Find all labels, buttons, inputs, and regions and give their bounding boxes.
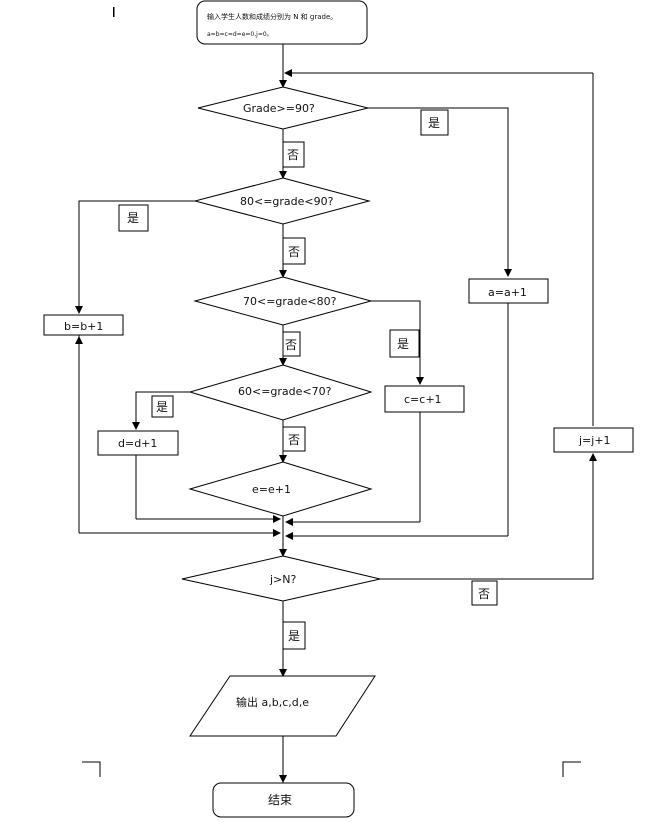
end-box <box>212 782 355 818</box>
yes-80-arrow <box>75 200 195 314</box>
process-d-text: d=d+1 <box>118 437 157 450</box>
decision-grade-80-text: 80<=grade<90? <box>240 195 334 208</box>
text-cursor-mark <box>113 7 115 17</box>
no-loop-label: 否 <box>478 587 490 601</box>
yes-loop-label-box <box>282 621 306 650</box>
process-b-text: b=b+1 <box>64 320 103 333</box>
yes-90-arrow <box>368 107 512 277</box>
yes-90-label-box <box>420 109 449 136</box>
process-d-box <box>97 430 179 456</box>
yes-80-label-box <box>118 204 149 232</box>
yes-70-label-box <box>389 329 420 358</box>
output-parallelogram <box>189 675 376 737</box>
yes-70-arrow <box>371 300 424 385</box>
process-c-box <box>384 385 465 413</box>
no-60-label: 否 <box>288 433 300 447</box>
no-loop-label-box <box>471 580 498 606</box>
output-text: 输出 a,b,c,d,e <box>236 695 309 709</box>
yes-90-label: 是 <box>428 116 440 130</box>
process-j-box <box>553 427 634 453</box>
no-80-label: 否 <box>288 245 300 259</box>
decision-grade-70-text: 70<=grade<80? <box>243 295 337 308</box>
end-text: 结束 <box>268 793 292 807</box>
start-text-line1: 输入学生人数和成绩分别为 N 和 grade。 <box>207 12 337 21</box>
process-c-text: c=c+1 <box>404 393 442 406</box>
process-a-text: a=a+1 <box>488 286 527 299</box>
no-70-label-box <box>282 331 301 357</box>
no-loop-arrow <box>380 453 597 580</box>
decision-grade-60-text: 60<=grade<70? <box>238 385 332 398</box>
decision-loop-text: j>N? <box>269 573 297 586</box>
corner-mark-left <box>82 761 101 777</box>
no-90-label-box <box>282 141 305 168</box>
no-70-label: 否 <box>285 338 297 352</box>
yes-60-arrow <box>132 391 190 430</box>
corner-mark-right <box>562 761 581 777</box>
yes-80-label: 是 <box>127 211 139 225</box>
no-60-label-box <box>282 426 306 452</box>
yes-60-label-box <box>151 395 174 418</box>
process-e-text: e=e+1 <box>252 483 291 496</box>
process-b-box <box>43 314 124 336</box>
no-90-label: 否 <box>287 148 299 162</box>
start-box <box>196 0 368 45</box>
start-text-line2: a=b=c=d=e=0,j=0。 <box>207 31 273 38</box>
yes-60-label: 是 <box>156 400 168 414</box>
yes-loop-label: 是 <box>288 629 300 643</box>
process-j-text: j=j+1 <box>578 434 611 447</box>
yes-70-label: 是 <box>397 337 409 351</box>
decision-grade-90-text: Grade>=90? <box>243 102 315 115</box>
no-80-label-box <box>282 237 306 265</box>
